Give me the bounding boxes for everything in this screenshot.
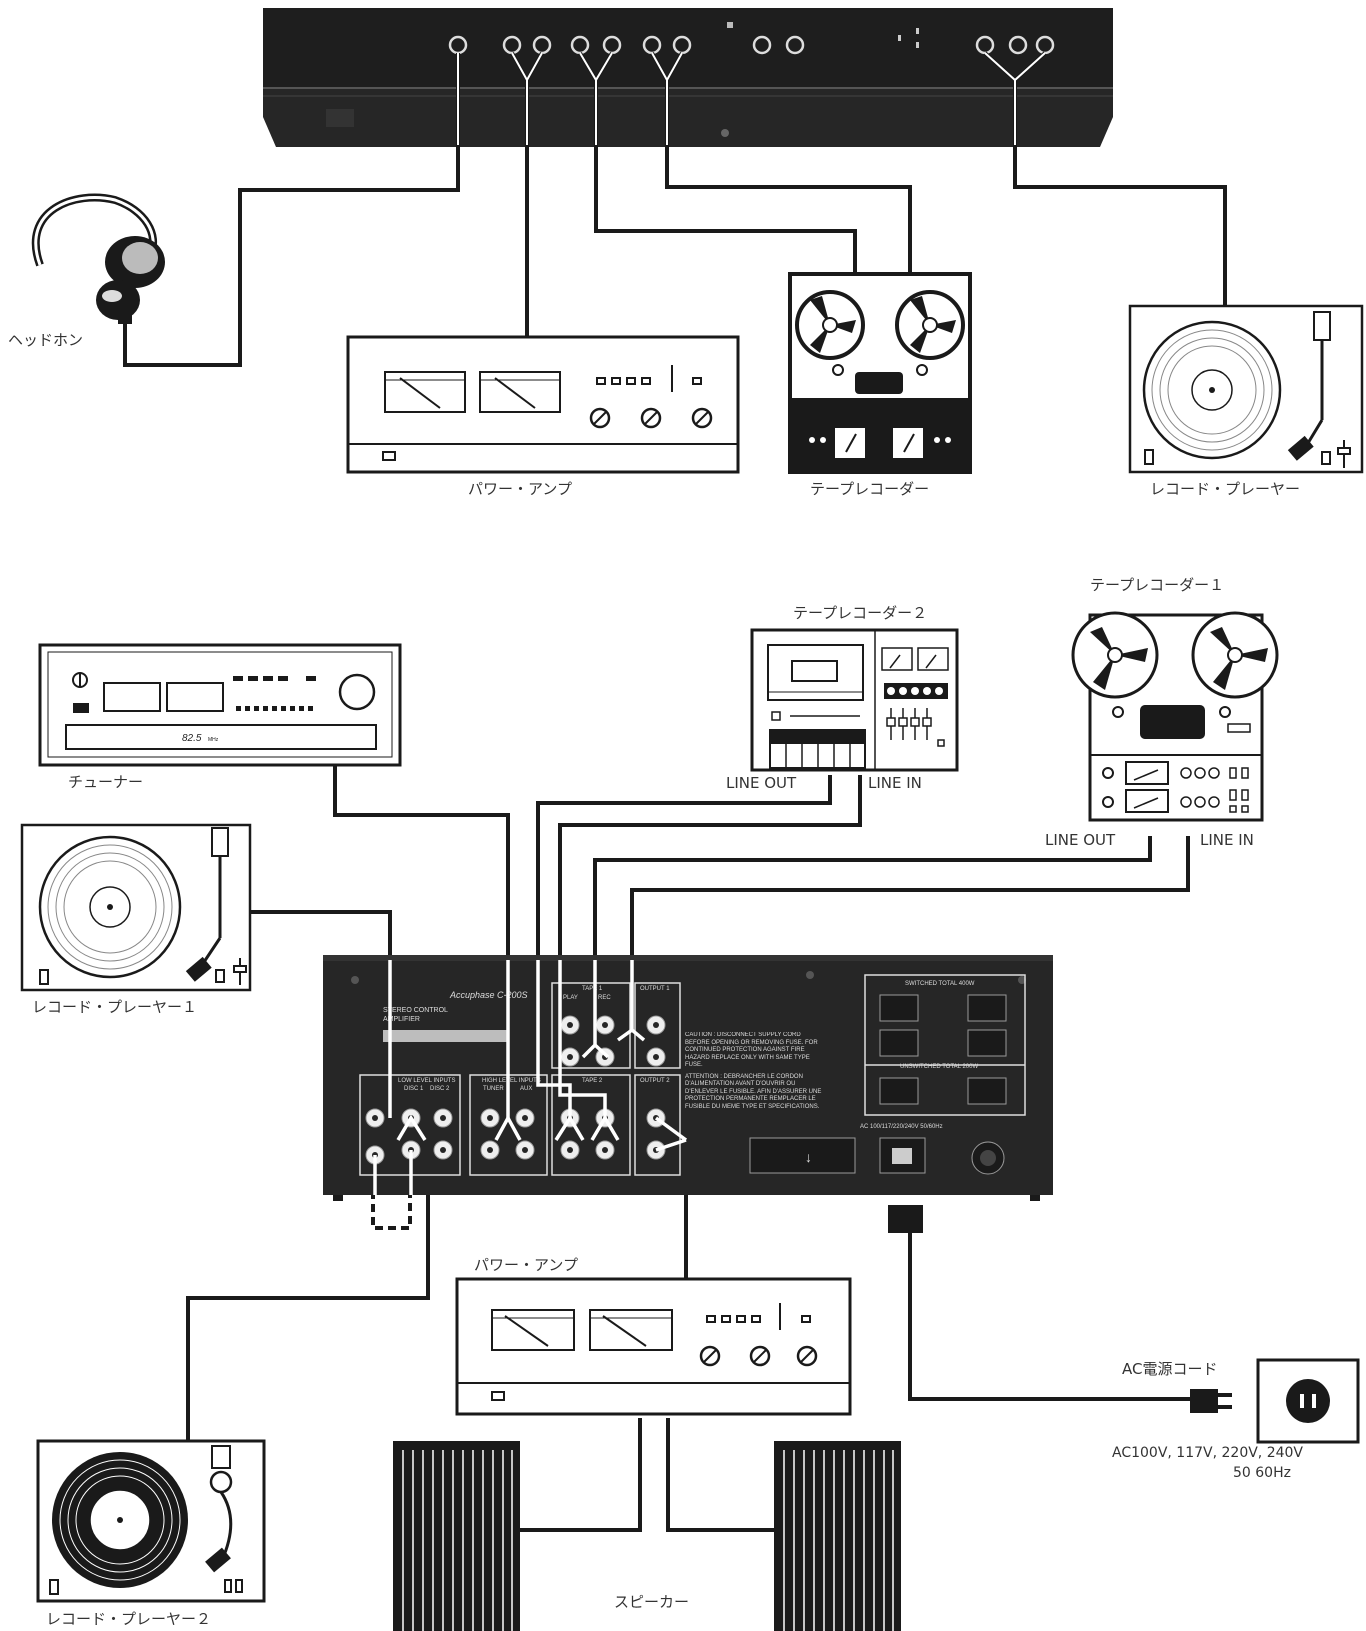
tape-recorder-top-icon xyxy=(788,272,972,474)
tape-recorder-top-label: テープレコーダー xyxy=(810,480,929,498)
ac-voltage-label: AC100V, 117V, 220V, 240V xyxy=(1112,1445,1303,1461)
disc2-alt-cable xyxy=(371,1180,412,1230)
ac-plug-icon xyxy=(888,1205,1232,1413)
tape-recorder-2-label: テープレコーダー２ xyxy=(793,604,927,622)
speaker-label: スピーカー xyxy=(614,1593,689,1611)
tuner-icon: 82.5 MHz xyxy=(38,643,402,767)
rear-title-2: AMPLIFIER xyxy=(383,1016,420,1023)
wall-outlet-icon xyxy=(1256,1358,1360,1444)
tape-1-line-out-label: LINE OUT xyxy=(1045,831,1116,849)
speaker-right-icon xyxy=(774,1441,901,1631)
tape-2-line-in-label: LINE IN xyxy=(868,774,922,792)
cassette-deck-icon xyxy=(750,628,959,772)
caution-para: CAUTION : DISCONNECT SUPPLY CORD BEFORE … xyxy=(685,1032,818,1068)
rear-brand: Accuphase C-200S xyxy=(449,990,528,1000)
record-player-top-label: レコード・プレーヤー xyxy=(1150,480,1300,498)
tape1-label-rear: TAPE 1 xyxy=(582,986,603,992)
record-player-1-icon xyxy=(20,823,252,992)
tape-2-line-out-label: LINE OUT xyxy=(726,774,797,792)
switched-label: SWITCHED TOTAL 400W xyxy=(905,981,975,987)
ac-line-label: AC 100/117/220/240V 50/60Hz xyxy=(860,1124,943,1130)
record-player-1-label: レコード・プレーヤー１ xyxy=(32,998,197,1016)
power-amp-top-icon xyxy=(346,335,740,474)
low-level-inputs-label: LOW LEVEL INPUTS xyxy=(398,1078,455,1084)
tape-1-line-in-label: LINE IN xyxy=(1200,831,1254,849)
speaker-left-icon xyxy=(393,1441,520,1631)
caution-block: CAUTION : DISCONNECT SUPPLY CORD BEFORE … xyxy=(685,1032,822,1110)
aux-label-rear: AUX xyxy=(520,1086,532,1092)
disc2-label: DISC 2 xyxy=(430,1086,450,1092)
record-player-2-label: レコード・プレーヤー２ xyxy=(46,1610,211,1628)
ac-freq-label: 50 60Hz xyxy=(1233,1465,1291,1481)
tuner-label-rear: TUNER xyxy=(483,1086,504,1092)
record-player-top-icon xyxy=(1128,304,1364,474)
output1-label-rear: OUTPUT 1 xyxy=(640,986,670,992)
tape-recorder-1-label: テープレコーダー１ xyxy=(1090,576,1224,594)
ac-cord-label: AC電源コード xyxy=(1122,1360,1217,1378)
tuner-display: 82.5 xyxy=(182,733,202,744)
power-amp-bottom-icon xyxy=(455,1277,852,1416)
play-label-rear: PLAY xyxy=(563,995,578,1001)
power-amp-bottom-label: パワー・アンプ xyxy=(474,1256,578,1274)
disc1-label: DISC 1 xyxy=(404,1086,424,1092)
reel-to-reel-icon xyxy=(1071,611,1279,822)
record-player-2-icon xyxy=(36,1439,266,1603)
headphone-icon xyxy=(31,193,165,324)
high-level-inputs-label: HIGH LEVEL INPUTS xyxy=(482,1078,541,1084)
tape2-label-rear: TAPE 2 xyxy=(582,1078,603,1084)
power-amp-top-label: パワー・アンプ xyxy=(468,480,572,498)
output2-label-rear: OUTPUT 2 xyxy=(640,1078,670,1084)
preamp-front-panel xyxy=(263,8,1113,147)
tuner-label: チューナー xyxy=(68,773,143,791)
preamp-rear-panel: Accuphase C-200S STEREO CONTROL AMPLIFIE… xyxy=(323,955,1053,1201)
rear-title-1: STEREO CONTROL xyxy=(383,1007,448,1014)
headphone-label: ヘッドホン xyxy=(8,331,83,349)
unswitched-label: UNSWITCHED TOTAL 200W xyxy=(900,1064,978,1070)
tuner-unit: MHz xyxy=(208,737,219,743)
svg-text:↓: ↓ xyxy=(805,1149,812,1165)
attention-para: ATTENTION : DEBRANCHER LE CORDON D'ALIME… xyxy=(685,1073,822,1110)
rec-label-rear: REC xyxy=(598,995,611,1001)
